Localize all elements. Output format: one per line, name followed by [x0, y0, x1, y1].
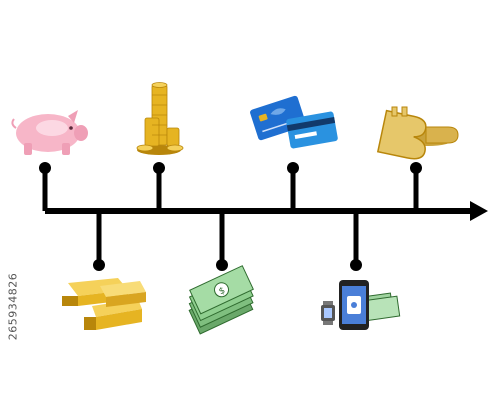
timeline-arrowhead	[470, 201, 488, 221]
banknotes-icon: $	[188, 265, 254, 335]
top-connector-3	[287, 162, 299, 211]
bottom-connector-1	[93, 211, 105, 271]
svg-text:$: $	[218, 286, 227, 297]
gold-bars-icon	[62, 278, 146, 330]
credit-cards-icon	[250, 95, 338, 149]
piggy-bank-icon	[11, 110, 88, 155]
bitcoin-icon	[376, 106, 459, 160]
top-connector-1	[39, 162, 51, 211]
bottom-connector-2	[216, 211, 228, 271]
mobile-payment-icon	[321, 280, 401, 330]
top-connector-2	[153, 162, 165, 211]
bottom-connector-3	[350, 211, 362, 271]
side-code-label: 265934826	[6, 272, 20, 341]
top-connector-4	[410, 162, 422, 211]
coin-stack-icon	[136, 82, 184, 155]
